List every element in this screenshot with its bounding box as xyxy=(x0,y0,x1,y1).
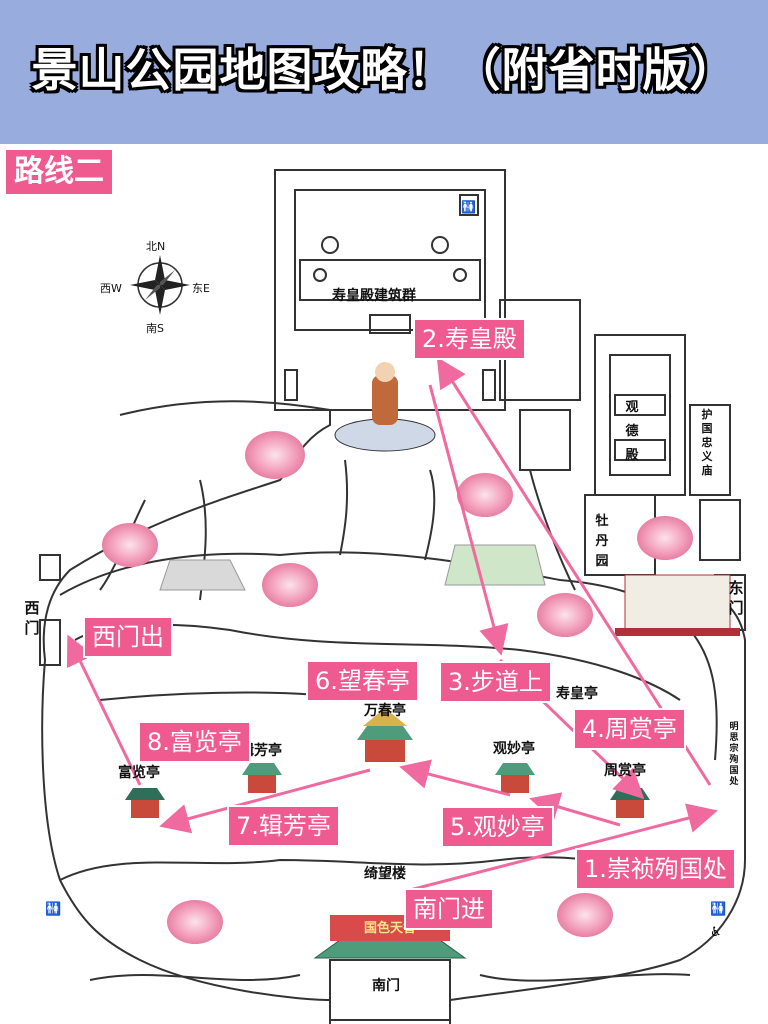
stop-2-shouhuang-hall: 2.寿皇殿 xyxy=(413,318,526,360)
label-west-gate: 西门 xyxy=(24,599,40,637)
exit-west-gate: 西门出 xyxy=(83,616,173,658)
stop-8-fulan: 8.富览亭 xyxy=(138,721,251,763)
stop-1-chongzhen: 1.崇祯殉国处 xyxy=(575,848,736,890)
label-shouhuang-pavilion: 寿皇亭 xyxy=(556,686,598,702)
label-guande-hall: 观德殿 xyxy=(625,400,639,463)
park-map: 国色天香 xyxy=(39,169,746,1024)
label-east-gate: 东门 xyxy=(728,579,744,617)
restroom-icon: 🚻 xyxy=(461,200,476,214)
compass-south: 南S xyxy=(146,322,164,335)
banner-text: 国色天香 xyxy=(364,920,417,936)
label-mudan-garden: 牡丹园 xyxy=(595,514,609,569)
compass-rose-icon xyxy=(130,255,190,315)
compass-east: 东E xyxy=(192,282,210,295)
accessible-icon: ♿ xyxy=(710,925,722,940)
title-banner: 景山公园地图攻略！（附省时版） xyxy=(0,0,768,144)
route-tag: 路线二 xyxy=(6,150,112,194)
label-guanmiao: 观妙亭 xyxy=(493,741,535,757)
label-huguo-temple: 护国忠义庙 xyxy=(701,408,713,477)
label-fulan: 富览亭 xyxy=(118,765,160,781)
entry-south-gate: 南门进 xyxy=(404,888,494,930)
label-wanchun: 万春亭 xyxy=(364,703,406,719)
stop-6-wangchun: 6.望春亭 xyxy=(306,660,419,702)
stop-4-zhoushang: 4.周赏亭 xyxy=(573,708,686,750)
label-south-gate: 南门 xyxy=(372,978,400,994)
stop-5-guanmiao: 5.观妙亭 xyxy=(441,806,554,848)
south-gate-building: 国色天香 xyxy=(313,915,467,1021)
label-zhoushang: 周赏亭 xyxy=(604,763,646,779)
page-title: 景山公园地图攻略！（附省时版） xyxy=(31,43,737,97)
peony-icon xyxy=(102,431,693,944)
restroom-icon: 🚻 xyxy=(710,902,727,917)
compass-west: 西W xyxy=(100,282,122,295)
stop-7-jifang: 7.辑芳亭 xyxy=(227,805,340,847)
compass-north: 北N xyxy=(146,240,166,253)
restroom-icon: 🚻 xyxy=(45,902,62,917)
exhibits xyxy=(159,544,740,636)
center-display xyxy=(334,362,436,452)
label-chongzhen-site: 明思宗殉国处 xyxy=(729,722,739,787)
label-shouhuang-complex: 寿皇殿建筑群 xyxy=(332,288,416,304)
label-qiwang-tower: 绮望楼 xyxy=(364,866,406,882)
stop-3-walkway: 3.步道上 xyxy=(439,661,552,703)
